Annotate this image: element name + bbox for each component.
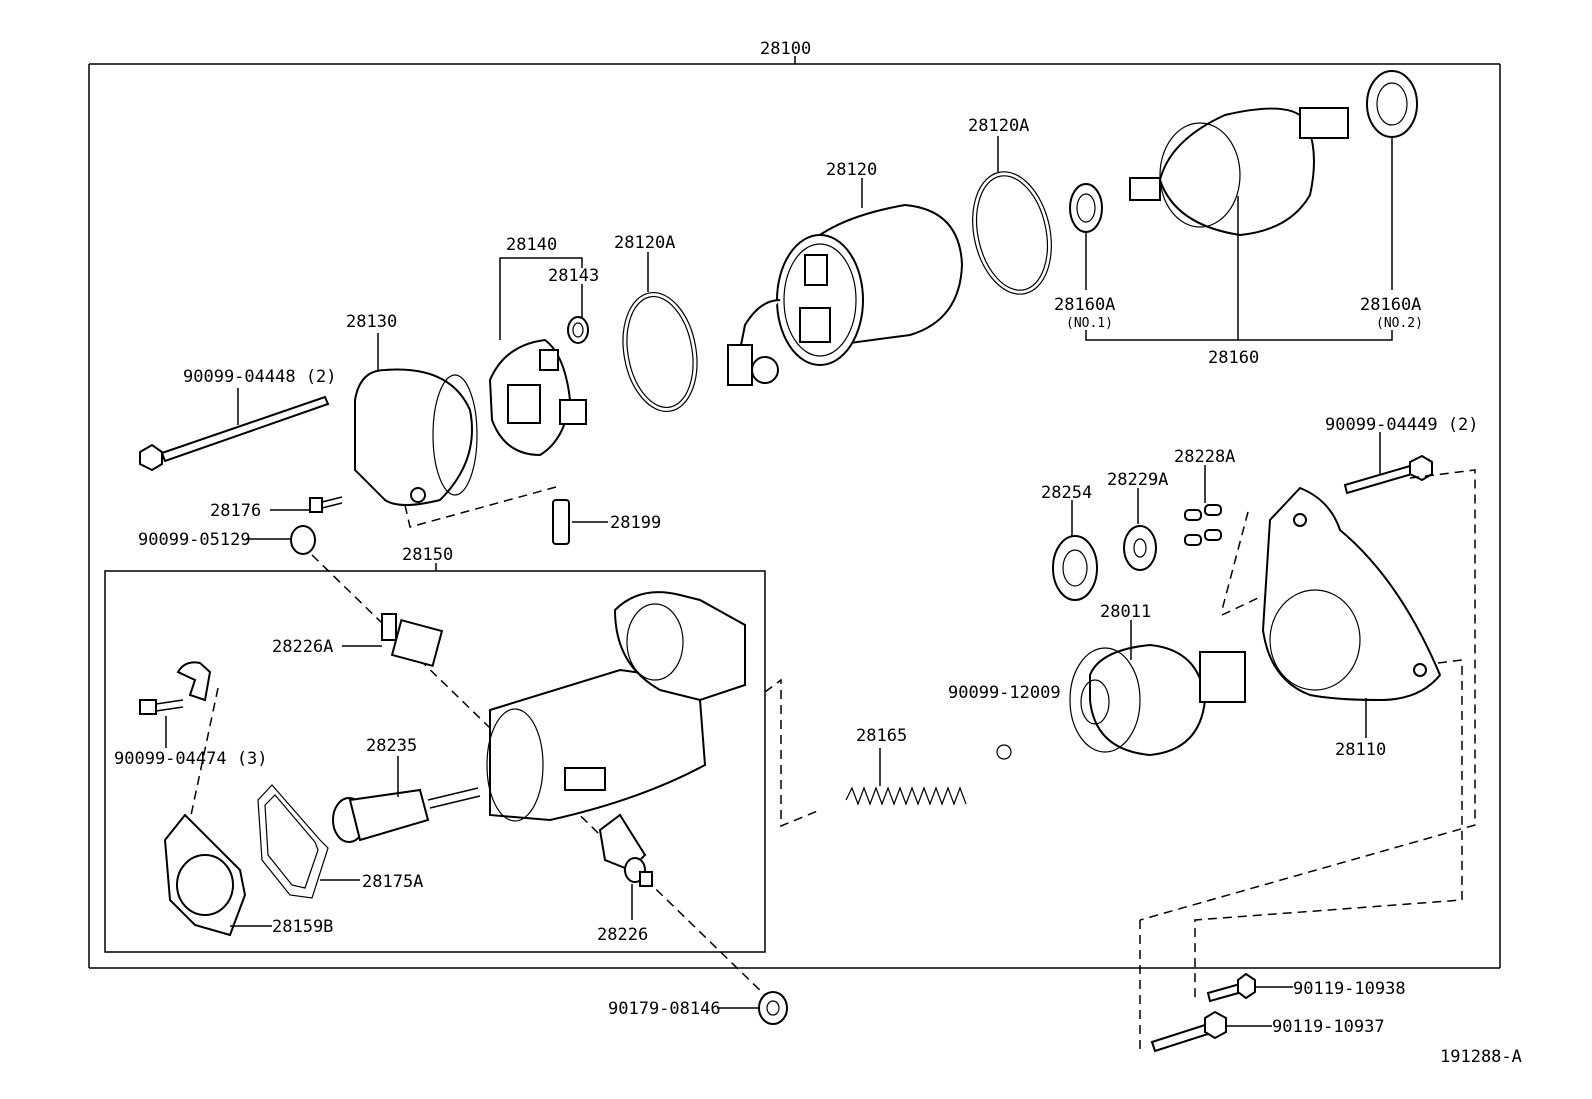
nut-05129-part bbox=[290, 525, 316, 555]
o-ring-mid-part bbox=[622, 291, 698, 413]
label-90179-08146: 90179-08146 bbox=[608, 999, 721, 1019]
clutch-28011-part bbox=[1069, 643, 1246, 757]
label-28199: 28199 bbox=[610, 513, 661, 533]
bolt-04474-part bbox=[139, 699, 184, 715]
armature-part bbox=[1129, 107, 1349, 237]
field-yoke-part bbox=[727, 203, 964, 386]
clip-part bbox=[176, 661, 212, 702]
brush-holder-part bbox=[488, 338, 587, 457]
label-28130: 28130 bbox=[346, 312, 397, 332]
drawing-reference: 191288-A bbox=[1440, 1047, 1522, 1067]
label-28160A-no1-sub: (NO.1) bbox=[1066, 316, 1113, 331]
bearing-no1-part bbox=[1069, 183, 1103, 233]
label-28160: 28160 bbox=[1208, 348, 1259, 368]
label-28235: 28235 bbox=[366, 736, 417, 756]
label-28159B: 28159B bbox=[272, 917, 333, 937]
brush-spring-part bbox=[567, 316, 589, 344]
label-90099-05129: 90099-05129 bbox=[138, 530, 251, 550]
label-90119-10938: 90119-10938 bbox=[1293, 979, 1406, 999]
label-90119-10937: 90119-10937 bbox=[1272, 1017, 1385, 1037]
bolt-10938-part bbox=[1206, 972, 1256, 1003]
label-28228A: 28228A bbox=[1174, 447, 1235, 467]
label-90099-04448: 90099-04448 (2) bbox=[183, 367, 337, 387]
magnetic-switch-part bbox=[486, 591, 746, 822]
nut-08146-part bbox=[758, 991, 788, 1025]
retainer-28229A-part bbox=[1123, 525, 1157, 571]
label-28120A-top: 28120A bbox=[968, 116, 1029, 136]
label-90099-04474: 90099-04474 (3) bbox=[114, 749, 268, 769]
label-28226: 28226 bbox=[597, 925, 648, 945]
terminal-28226-part bbox=[598, 813, 653, 887]
subassembly-label: 28150 bbox=[402, 545, 453, 565]
housing-part bbox=[1261, 486, 1442, 702]
label-28165: 28165 bbox=[856, 726, 907, 746]
gasket-28175A-part bbox=[257, 784, 329, 899]
label-28176: 28176 bbox=[210, 501, 261, 521]
assembly-label: 28100 bbox=[760, 39, 811, 59]
cover-28159B-part bbox=[163, 813, 247, 937]
rollers-28228A-part bbox=[1184, 504, 1222, 546]
end-cover-part bbox=[354, 368, 478, 506]
subassembly-frame bbox=[104, 563, 766, 953]
bearing-no2-part bbox=[1366, 70, 1418, 138]
label-90099-04449: 90099-04449 (2) bbox=[1325, 415, 1479, 435]
assembly-frame bbox=[88, 56, 1501, 969]
label-28160A-no2-sub: (NO.2) bbox=[1376, 316, 1423, 331]
label-90099-12009: 90099-12009 bbox=[948, 683, 1061, 703]
label-28254: 28254 bbox=[1041, 483, 1092, 503]
label-28160A-no2: 28160A bbox=[1360, 295, 1421, 315]
bolt-04449-part bbox=[1343, 454, 1433, 495]
label-28175A: 28175A bbox=[362, 872, 423, 892]
o-ring-top-part bbox=[972, 171, 1052, 295]
plunger-28235-part bbox=[332, 787, 481, 843]
label-28226A: 28226A bbox=[272, 637, 333, 657]
label-28120: 28120 bbox=[826, 160, 877, 180]
label-28011: 28011 bbox=[1100, 602, 1151, 622]
label-28120A-mid: 28120A bbox=[614, 233, 675, 253]
ball-12009-part bbox=[996, 744, 1012, 760]
label-28160A-no1: 28160A bbox=[1054, 295, 1115, 315]
gear-28254-part bbox=[1052, 535, 1098, 601]
connector-28199-part bbox=[552, 499, 570, 545]
screw-28176-part bbox=[309, 496, 343, 513]
spring-28165-part bbox=[845, 786, 967, 806]
label-28110: 28110 bbox=[1335, 740, 1386, 760]
label-28229A: 28229A bbox=[1107, 470, 1168, 490]
bolt-10937-part bbox=[1150, 1010, 1227, 1053]
label-28140: 28140 bbox=[506, 235, 557, 255]
terminal-28226A-part bbox=[381, 613, 444, 668]
through-bolt-part bbox=[139, 395, 330, 472]
label-28143: 28143 bbox=[548, 266, 599, 286]
